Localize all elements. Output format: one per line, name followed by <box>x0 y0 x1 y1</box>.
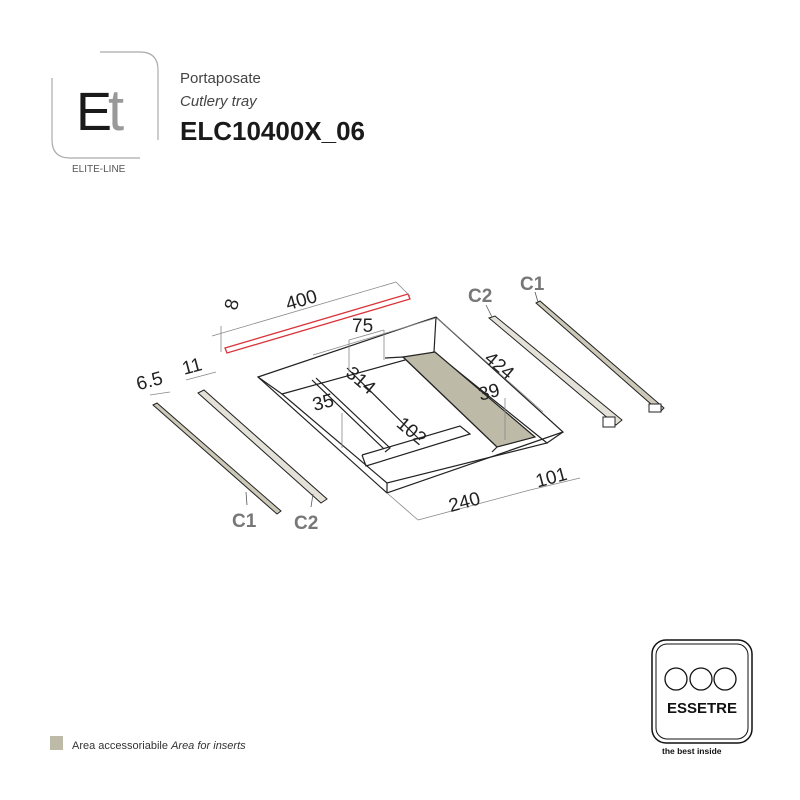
legend-swatch <box>50 736 63 750</box>
product-name-en: Cutlery tray <box>180 93 257 110</box>
label-c2-left: C2 <box>294 513 318 534</box>
rail-c1-left <box>152 402 282 515</box>
rail-c2-right <box>487 315 623 428</box>
legend: Area accessoriabile Area for inserts <box>72 740 246 752</box>
brand-line: ELITE-LINE <box>72 164 126 175</box>
product-name-it: Portaposate <box>180 70 261 87</box>
rail-c2-left <box>197 389 328 504</box>
essetre-name: ESSETRE <box>667 700 737 717</box>
dimension-lines <box>149 317 581 521</box>
dim-240: 240 <box>447 488 483 516</box>
label-c1-left: C1 <box>232 511 257 532</box>
dim-101: 101 <box>533 464 569 492</box>
product-code: ELC10400X_06 <box>180 116 366 146</box>
front-bar-highlighted <box>211 281 411 354</box>
essetre-tagline: the best inside <box>662 746 722 756</box>
label-c2-right: C2 <box>468 286 492 307</box>
dim-8: 8 <box>221 297 244 313</box>
rail-c1-right <box>535 300 665 413</box>
label-c1-right: C1 <box>520 274 545 295</box>
elite-line-logo: E t <box>51 51 159 159</box>
cutlery-tray <box>256 316 565 494</box>
svg-text:t: t <box>108 78 124 143</box>
leader-lines <box>245 291 539 508</box>
essetre-logo: ESSETRE <box>651 639 753 744</box>
dim-6-5: 6.5 <box>134 368 165 395</box>
legend-label-it: Area accessoriabile <box>72 740 168 752</box>
legend-label-en: Area for inserts <box>171 740 246 752</box>
svg-text:E: E <box>76 82 112 142</box>
dim-400: 400 <box>283 286 319 315</box>
dim-75: 75 <box>352 316 373 337</box>
